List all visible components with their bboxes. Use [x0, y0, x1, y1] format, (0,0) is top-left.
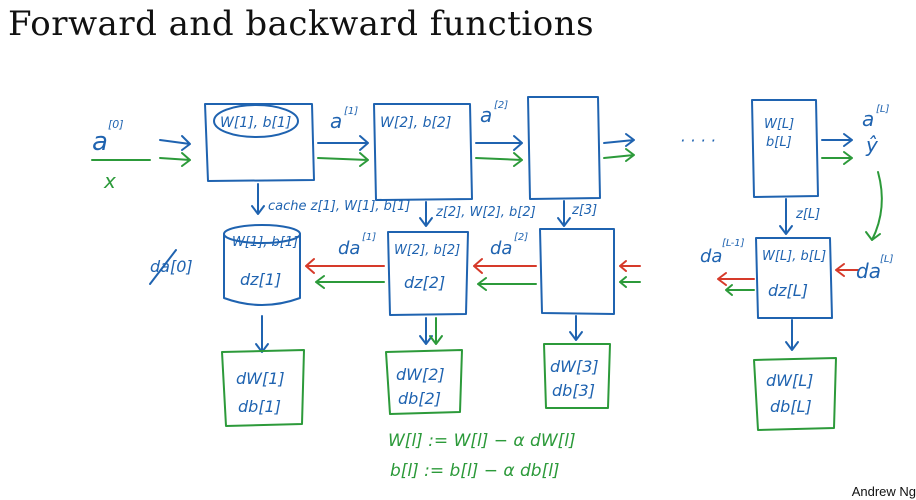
forward-block-L: [751, 99, 819, 198]
daL-label: da: [856, 259, 881, 283]
forward-block-3: [527, 96, 601, 200]
da2-sup: [2]: [514, 232, 528, 243]
forward-block-2-params: W[2], b[2]: [380, 115, 451, 131]
daLm1-label: da: [700, 246, 722, 267]
aL-label: a: [862, 107, 874, 131]
input-x-label: x: [103, 169, 116, 193]
green-arrow-3-2: [477, 277, 537, 291]
cache-arrow-L: [779, 198, 793, 235]
red-arrow-3-2: [473, 258, 537, 274]
cache-2-label: z[2], W[2], b[2]: [435, 205, 536, 220]
ellipsis: · · · ·: [680, 131, 716, 150]
fwd-arrow-1-2: [317, 135, 369, 151]
forward-block-L-b: b[L]: [766, 135, 792, 150]
update-w-eq: W[l] := W[l] − α dW[l]: [388, 431, 576, 451]
grad-arrow-3: [569, 315, 583, 341]
input-a0-sup: [0]: [108, 118, 124, 131]
fwd-arrow-2-3: [475, 135, 523, 151]
grad-3-db: db[3]: [552, 381, 595, 400]
grad-arrow-1: [255, 315, 269, 353]
crossed-da0-label: da[0]: [150, 257, 193, 276]
backward-block-2-params: W[2], b[2]: [394, 243, 460, 258]
daLm1-sup: [L-1]: [722, 238, 745, 249]
input-green-arrow: [159, 152, 191, 167]
daL-sup: [L]: [880, 254, 893, 265]
forward-block-1-params: W[1], b[1]: [220, 115, 291, 131]
cache-arrow-2: [419, 201, 433, 227]
green-arrow-in-3: [619, 276, 641, 288]
da1-label: da: [338, 238, 360, 259]
backward-block-2-dz: dz[2]: [404, 273, 445, 292]
input-fwd-arrow: [159, 135, 191, 151]
backward-block-L-dz: dz[L]: [768, 281, 808, 300]
da2-label: da: [490, 238, 512, 259]
grad-1-db: db[1]: [238, 397, 281, 416]
forward-block-2: [373, 103, 473, 201]
grad-arrow-2-green: [429, 317, 443, 345]
red-arrow-2-1: [305, 258, 385, 274]
cache-arrow-3: [557, 200, 571, 227]
grad-L-dw: dW[L]: [766, 371, 813, 390]
cache-arrow-1: [251, 183, 265, 215]
green-arrow-2-3: [475, 152, 523, 167]
backward-block-1-params: W[1], b[1]: [232, 235, 298, 250]
cache-3-label: z[3]: [571, 203, 597, 218]
backward-block-L: [755, 237, 833, 319]
green-arrow-L-out: [821, 151, 853, 165]
cache-L-label: z[L]: [795, 207, 820, 222]
slide-title: Forward and backward functions: [8, 4, 595, 44]
grad-arrow-L: [785, 319, 799, 351]
yhat-to-daL-arrow: [865, 171, 883, 241]
input-a0-label: a: [92, 127, 108, 157]
backward-block-1: [223, 233, 301, 306]
backward-block-3: [539, 228, 615, 315]
grad-L-db: db[L]: [770, 397, 812, 416]
green-arrow-3-out: [603, 148, 635, 162]
crossed-da0-strike: [149, 249, 177, 285]
yhat-label: ŷ: [865, 133, 879, 157]
backward-block-L-params: W[L], b[L]: [762, 249, 826, 264]
grad-3-dw: dW[3]: [550, 357, 599, 376]
update-b-eq: b[l] := b[l] − α db[l]: [390, 461, 560, 481]
a1-label: a: [330, 109, 342, 133]
red-arrow-in-3: [619, 260, 641, 272]
aL-sup: [L]: [876, 104, 889, 115]
red-arrow-daL-in: [835, 263, 859, 277]
forward-block-1: [204, 103, 315, 182]
gradient-box-1: [221, 349, 305, 427]
red-arrow-L-out: [717, 272, 755, 286]
backward-block-2: [387, 231, 469, 316]
forward-block-L-w: W[L]: [764, 117, 794, 132]
backward-block-1-dz: dz[1]: [240, 270, 281, 289]
grad-2-db: db[2]: [398, 389, 441, 408]
cache-1-label: cache z[1], W[1], b[1]: [268, 199, 410, 214]
green-arrow-L-out: [725, 284, 755, 296]
grad-arrow-2: [419, 317, 433, 345]
gradient-box-L: [753, 357, 837, 431]
author-credit: Andrew Ng: [851, 484, 916, 499]
grad-1-dw: dW[1]: [236, 369, 285, 388]
grad-2-dw: dW[2]: [396, 365, 445, 384]
a2-label: a: [480, 103, 492, 127]
a1-sup: [1]: [344, 106, 358, 117]
a2-sup: [2]: [494, 100, 508, 111]
forward-block-1-param-ellipse: [213, 104, 299, 138]
fwd-arrow-3-out: [603, 133, 635, 147]
gradient-box-2: [385, 349, 463, 415]
fwd-arrow-L-out: [821, 133, 853, 147]
gradient-box-3: [543, 343, 611, 409]
green-arrow-2-1: [315, 275, 385, 289]
green-arrow-1-2: [317, 152, 369, 167]
da1-sup: [1]: [362, 232, 376, 243]
